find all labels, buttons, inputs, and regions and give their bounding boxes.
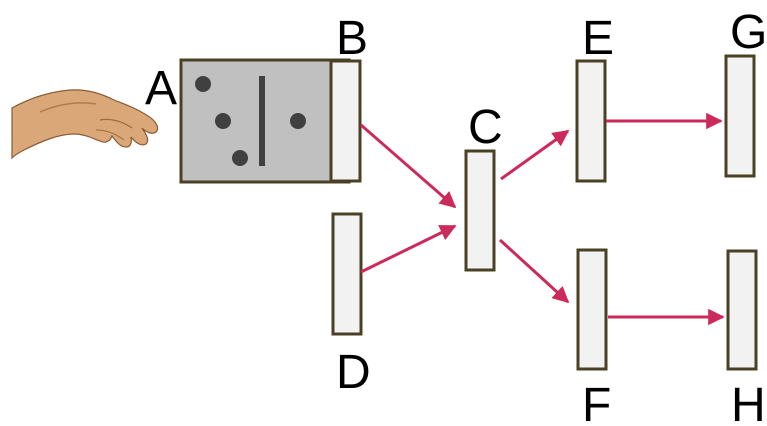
node-box-g (724, 54, 756, 178)
container-a (179, 58, 351, 184)
node-label-g: G (730, 6, 767, 59)
node-label-e: E (582, 12, 614, 65)
particle-dot (195, 76, 211, 92)
node-label-h: H (731, 379, 766, 426)
node-label-a: A (145, 62, 177, 115)
particle-dot (232, 150, 248, 166)
arrow-d-to-c (360, 224, 457, 274)
node-box-h (726, 249, 758, 371)
node-label-f: F (582, 379, 611, 426)
pointing-hand-icon (11, 89, 159, 160)
particle-dot (290, 113, 306, 129)
particle-dot (215, 113, 231, 129)
arrow-c-to-e (500, 129, 570, 181)
node-label-d: D (336, 346, 371, 399)
arrow-c-to-f (498, 238, 570, 304)
node-label-c: C (468, 101, 503, 154)
node-label-b: B (336, 12, 368, 65)
node-box-b (329, 59, 362, 183)
arrow-b-to-c (360, 123, 457, 209)
edges (360, 112, 725, 326)
node-box-c (464, 149, 496, 272)
node-box-d (331, 212, 363, 336)
node-box-e (575, 59, 607, 183)
node-box-f (576, 248, 608, 371)
